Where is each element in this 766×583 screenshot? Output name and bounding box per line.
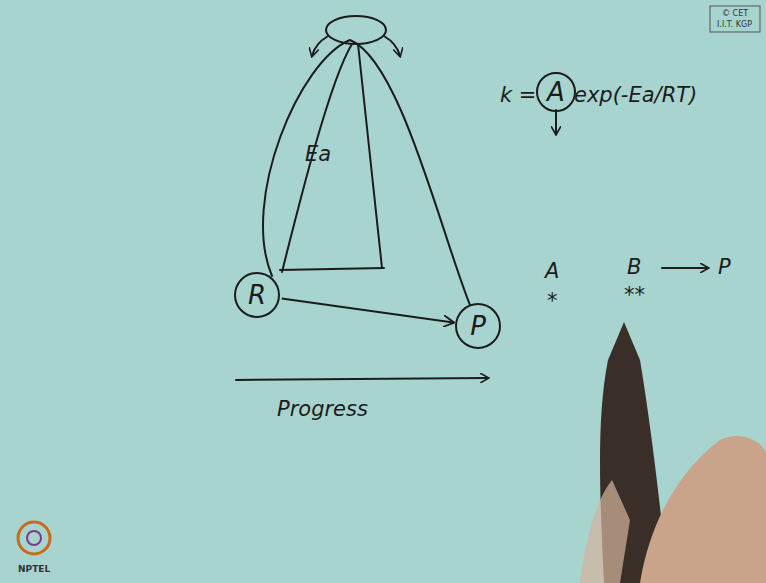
node-text: A xyxy=(547,79,565,105)
product-circle: P xyxy=(455,303,501,349)
reaction-arrow xyxy=(282,298,453,322)
species-mark: ** xyxy=(624,284,645,307)
watermark: © CET xyxy=(722,10,748,19)
node-text: R xyxy=(248,282,266,308)
node-text: P xyxy=(470,313,486,339)
species-mark: * xyxy=(547,290,558,313)
reactant-circle: R xyxy=(234,272,280,318)
species-label: B xyxy=(627,256,641,279)
equation-part: exp(-Ea/RT) xyxy=(574,84,697,107)
circled-factor: A xyxy=(536,72,576,112)
species-label: P xyxy=(718,256,731,279)
watermark: I.I.T. KGP xyxy=(717,21,752,30)
logo-text: NPTEL xyxy=(18,565,50,575)
activation-energy-label: Ea xyxy=(305,143,331,166)
axis-label: Progress xyxy=(277,398,368,421)
hand-with-pen xyxy=(580,322,766,583)
equation-part: k = xyxy=(500,84,536,107)
species-label: A xyxy=(545,260,559,283)
